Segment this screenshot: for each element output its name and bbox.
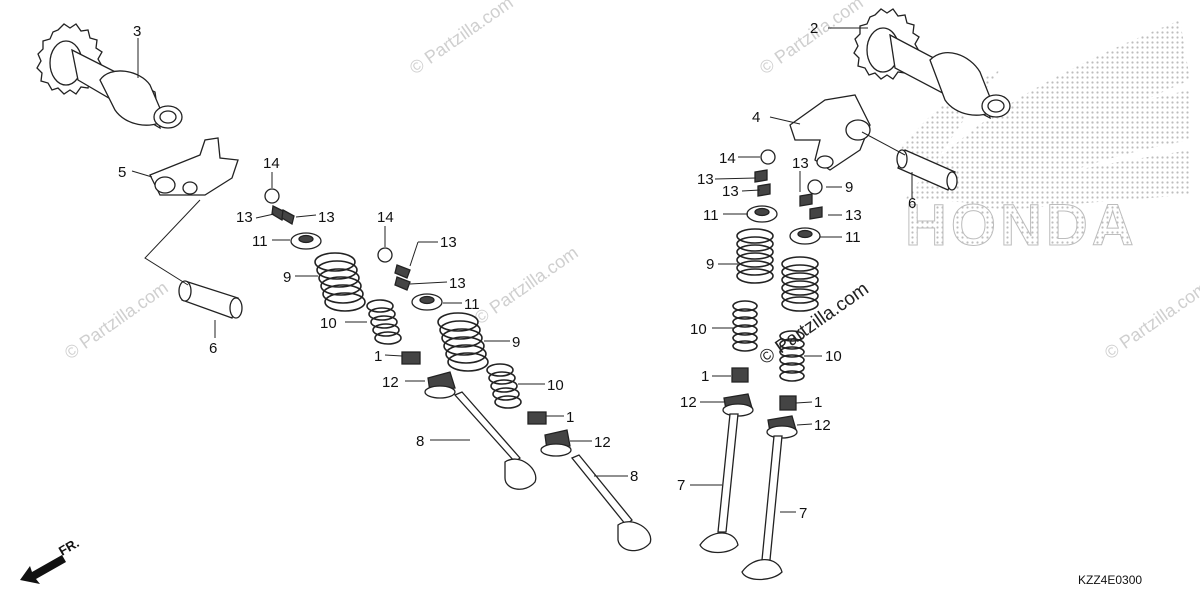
- rocker-shaft-left: [178, 280, 243, 319]
- callout-14: 14: [719, 150, 736, 167]
- callout-12: 12: [382, 374, 399, 391]
- callout-7: 7: [677, 477, 685, 494]
- callout-6: 6: [908, 195, 916, 212]
- valve-assembly-4: [741, 179, 823, 581]
- camshaft-left: [36, 23, 183, 130]
- callout-9: 9: [706, 256, 714, 273]
- watermark-text: © Partzilla.com: [471, 242, 582, 328]
- callout-5: 5: [118, 164, 126, 181]
- front-direction-indicator: FR.: [20, 535, 82, 584]
- callout-11: 11: [703, 207, 719, 224]
- callout-11: 11: [845, 229, 861, 246]
- callout-7: 7: [799, 505, 807, 522]
- callout-13: 13: [792, 155, 809, 172]
- callout-4: 4: [752, 109, 760, 126]
- callout-13: 13: [236, 209, 253, 226]
- rocker-arm-right: [789, 94, 871, 171]
- callout-9: 9: [283, 269, 291, 286]
- valve-assembly-2: [377, 247, 652, 552]
- watermark-text: © Partzilla.com: [406, 0, 517, 78]
- callout-1: 1: [374, 348, 382, 365]
- callout-14: 14: [263, 155, 280, 172]
- callout-1: 1: [814, 394, 822, 411]
- callout-6: 6: [209, 340, 217, 357]
- callout-13: 13: [318, 209, 335, 226]
- valve-assembly-1: [264, 188, 537, 490]
- callout-13: 13: [449, 275, 466, 292]
- callout-8: 8: [416, 433, 424, 450]
- callout-10: 10: [690, 321, 707, 338]
- callout-13: 13: [845, 207, 862, 224]
- callout-12: 12: [814, 417, 831, 434]
- callout-8: 8: [630, 468, 638, 485]
- callout-9: 9: [512, 334, 520, 351]
- watermark-text: © Partzilla.com: [61, 277, 172, 363]
- callout-12: 12: [680, 394, 697, 411]
- callout-10: 10: [320, 315, 337, 332]
- callout-13: 13: [440, 234, 457, 251]
- callouts: 3 2 4 5 14 13 13 14 13 13 11 13 11 13 14…: [118, 20, 916, 522]
- callout-1: 1: [566, 409, 574, 426]
- callout-10: 10: [547, 377, 564, 394]
- honda-wing-logo: HONDA: [900, 20, 1190, 259]
- front-arrow-icon: [20, 555, 66, 584]
- callout-14: 14: [377, 209, 394, 226]
- rocker-arm-left: [149, 137, 239, 196]
- callout-10: 10: [825, 348, 842, 365]
- front-label: FR.: [56, 535, 82, 558]
- callout-11: 11: [464, 296, 480, 313]
- watermark-text: © Partzilla.com: [1101, 277, 1200, 363]
- callout-12: 12: [594, 434, 611, 451]
- brand-text: HONDA: [905, 193, 1138, 258]
- callout-13: 13: [697, 171, 714, 188]
- callout-2: 2: [810, 20, 818, 37]
- camshaft-right: [853, 8, 1011, 120]
- diagram-code: KZZ4E0300: [1078, 573, 1142, 587]
- rocker-shaft-right: [896, 149, 958, 191]
- callout-1: 1: [701, 368, 709, 385]
- watermark-text: © Partzilla.com: [756, 0, 867, 78]
- callout-14: 9: [845, 179, 853, 196]
- callout-11: 11: [252, 233, 268, 250]
- callout-3: 3: [133, 23, 141, 40]
- valve-assembly-3: [699, 149, 778, 554]
- leader-lines: [131, 27, 913, 513]
- callout-13: 13: [722, 183, 739, 200]
